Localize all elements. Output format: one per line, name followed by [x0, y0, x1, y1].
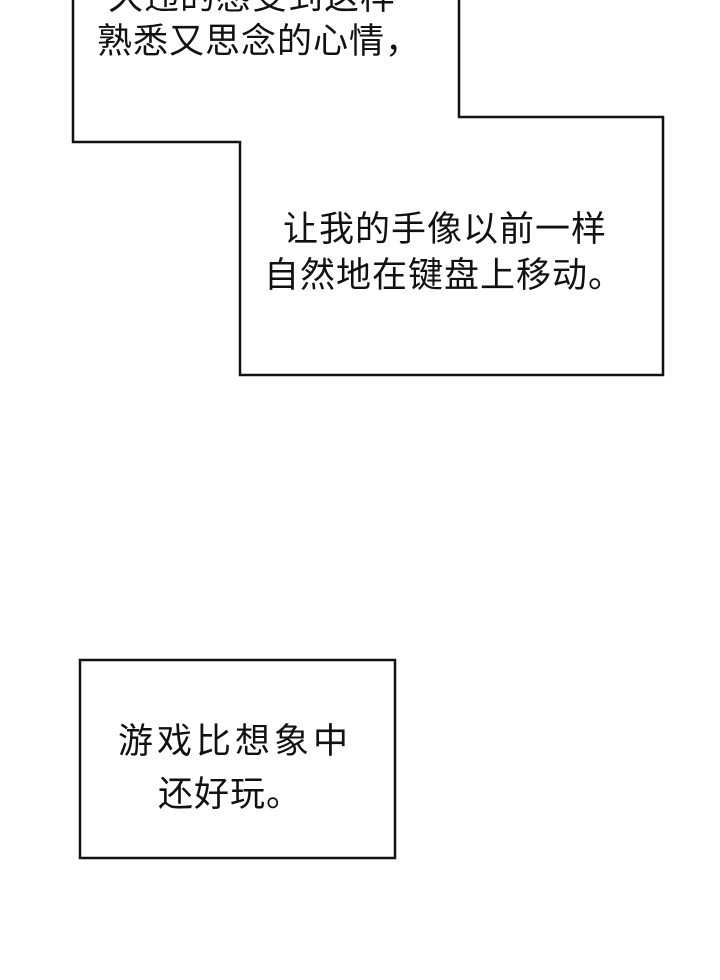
caption-1-line-1: 久违的感受到这样	[108, 0, 396, 18]
caption-box-1-2-border	[71, 0, 665, 377]
caption-3-line-2: 还好玩。	[158, 775, 303, 815]
caption-3-line-1: 游戏比想象中	[118, 722, 353, 762]
caption-2-line-1: 让我的手像以前一样	[283, 210, 608, 250]
caption-2-line-2: 自然地在键盘上移动。	[264, 256, 625, 296]
caption-box-3-border	[78, 658, 397, 860]
caption-1-line-2: 熟悉又思念的心情，	[97, 22, 422, 62]
